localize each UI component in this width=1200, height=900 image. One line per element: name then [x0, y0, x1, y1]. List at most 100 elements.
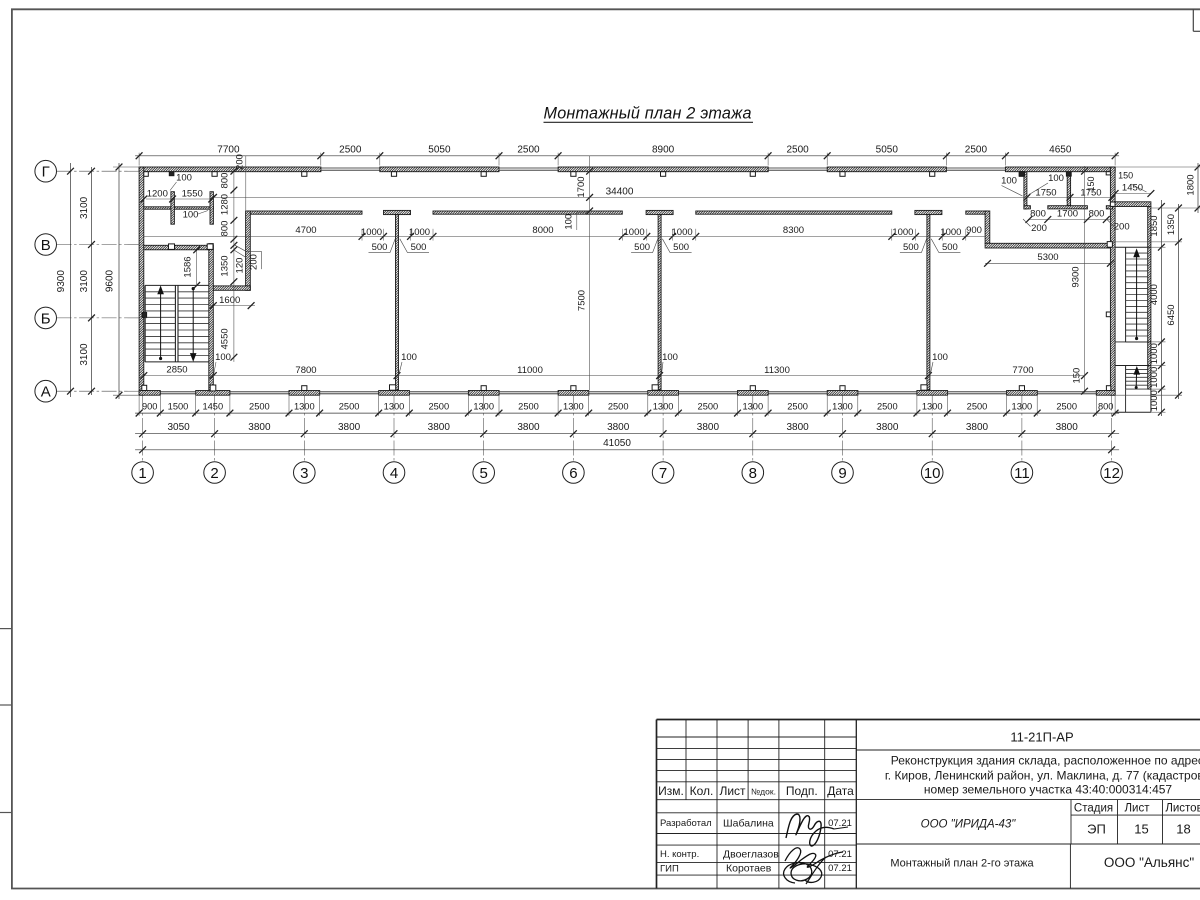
svg-text:4: 4: [390, 465, 398, 482]
svg-text:200: 200: [1031, 223, 1047, 234]
svg-text:120: 120: [234, 258, 245, 274]
svg-text:3050: 3050: [167, 422, 190, 433]
svg-text:№док.: №док.: [751, 786, 776, 796]
svg-text:ГИП: ГИП: [660, 864, 679, 875]
svg-text:ООО "Альянс": ООО "Альянс": [1104, 855, 1194, 870]
svg-text:8900: 8900: [652, 145, 675, 156]
svg-text:4700: 4700: [295, 225, 316, 236]
svg-text:07.21: 07.21: [828, 863, 852, 874]
svg-text:1850: 1850: [1149, 215, 1160, 236]
svg-text:3800: 3800: [876, 422, 899, 433]
svg-text:2500: 2500: [787, 401, 808, 411]
svg-text:800: 800: [1030, 209, 1046, 220]
svg-text:2500: 2500: [698, 401, 719, 411]
svg-text:100: 100: [932, 352, 948, 363]
svg-text:Коротаев: Коротаев: [726, 863, 772, 875]
svg-text:1300: 1300: [563, 401, 584, 411]
svg-text:1750: 1750: [1080, 187, 1101, 198]
svg-text:ЭП: ЭП: [1087, 822, 1106, 837]
svg-text:3800: 3800: [428, 422, 451, 433]
svg-text:Дата: Дата: [827, 784, 854, 798]
svg-text:Кол.: Кол.: [690, 784, 714, 798]
svg-text:7500: 7500: [577, 290, 588, 311]
svg-text:1: 1: [138, 465, 146, 482]
svg-text:100: 100: [564, 214, 575, 230]
svg-text:1450: 1450: [1122, 182, 1143, 193]
svg-text:1550: 1550: [182, 189, 203, 200]
svg-text:1700: 1700: [1057, 209, 1078, 220]
svg-text:500: 500: [372, 242, 388, 253]
svg-text:12: 12: [1103, 465, 1120, 482]
svg-text:34400: 34400: [606, 186, 634, 197]
svg-text:2500: 2500: [786, 145, 809, 156]
svg-text:800: 800: [220, 221, 231, 237]
svg-text:9600: 9600: [105, 269, 116, 292]
svg-text:1000: 1000: [1149, 343, 1160, 364]
svg-text:1586: 1586: [183, 256, 194, 277]
svg-text:1300: 1300: [832, 401, 853, 411]
svg-text:100: 100: [401, 352, 417, 363]
svg-text:100: 100: [215, 352, 231, 363]
svg-text:1300: 1300: [922, 401, 943, 411]
svg-text:200: 200: [1114, 221, 1130, 232]
svg-text:6: 6: [569, 465, 577, 482]
svg-text:1000: 1000: [361, 227, 382, 238]
svg-text:1000: 1000: [1149, 390, 1160, 411]
svg-text:800: 800: [220, 173, 231, 189]
svg-text:8: 8: [749, 465, 757, 482]
svg-text:1300: 1300: [473, 401, 494, 411]
svg-text:3800: 3800: [786, 422, 809, 433]
svg-text:2500: 2500: [339, 145, 362, 156]
svg-text:100: 100: [1001, 176, 1017, 187]
svg-text:5300: 5300: [1037, 252, 1058, 263]
svg-text:1700: 1700: [576, 176, 587, 197]
svg-text:1300: 1300: [1012, 401, 1033, 411]
svg-text:1600: 1600: [219, 295, 240, 306]
svg-text:Б: Б: [41, 310, 51, 327]
svg-text:2: 2: [210, 465, 218, 482]
svg-text:150: 150: [1118, 171, 1133, 181]
svg-text:41050: 41050: [603, 438, 631, 449]
svg-text:100: 100: [662, 352, 678, 363]
svg-text:1000: 1000: [892, 227, 913, 238]
svg-text:8300: 8300: [783, 225, 804, 236]
svg-text:500: 500: [634, 242, 650, 253]
svg-text:1300: 1300: [653, 401, 674, 411]
svg-text:2850: 2850: [166, 365, 187, 376]
svg-text:11-21П-АР: 11-21П-АР: [1010, 730, 1073, 745]
svg-text:В: В: [41, 237, 51, 254]
svg-text:5050: 5050: [876, 145, 899, 156]
svg-text:1450: 1450: [202, 401, 223, 411]
svg-text:2500: 2500: [518, 401, 539, 411]
svg-text:3100: 3100: [79, 196, 90, 219]
svg-text:7700: 7700: [1012, 365, 1033, 376]
svg-text:1000: 1000: [624, 227, 645, 238]
svg-text:Реконструкция здания склада, р: Реконструкция здания склада, расположенн…: [891, 754, 1200, 768]
svg-text:150: 150: [1072, 368, 1083, 384]
svg-text:3800: 3800: [338, 422, 361, 433]
svg-text:3800: 3800: [607, 422, 630, 433]
svg-text:1000: 1000: [940, 227, 961, 238]
svg-text:100: 100: [183, 210, 199, 221]
svg-text:1300: 1300: [294, 401, 315, 411]
svg-text:3100: 3100: [79, 270, 90, 293]
svg-text:500: 500: [942, 242, 958, 253]
svg-text:800: 800: [1098, 401, 1114, 411]
svg-text:1000: 1000: [409, 227, 430, 238]
svg-text:2500: 2500: [428, 401, 449, 411]
svg-text:Изм.: Изм.: [658, 784, 684, 798]
svg-text:9: 9: [838, 465, 846, 482]
svg-text:Лист: Лист: [1125, 803, 1151, 815]
svg-text:ООО "ИРИДА-43": ООО "ИРИДА-43": [921, 819, 1017, 831]
svg-text:100: 100: [1048, 173, 1064, 184]
svg-text:1350: 1350: [220, 255, 231, 276]
svg-text:07.21: 07.21: [828, 818, 852, 829]
svg-text:2500: 2500: [967, 401, 988, 411]
svg-text:Стадия: Стадия: [1074, 803, 1113, 815]
svg-text:1300: 1300: [384, 401, 405, 411]
svg-text:1500: 1500: [168, 401, 189, 411]
svg-text:3800: 3800: [697, 422, 720, 433]
svg-text:А: А: [41, 384, 51, 401]
svg-text:3800: 3800: [1056, 422, 1079, 433]
svg-text:Шабалина: Шабалина: [723, 817, 774, 829]
